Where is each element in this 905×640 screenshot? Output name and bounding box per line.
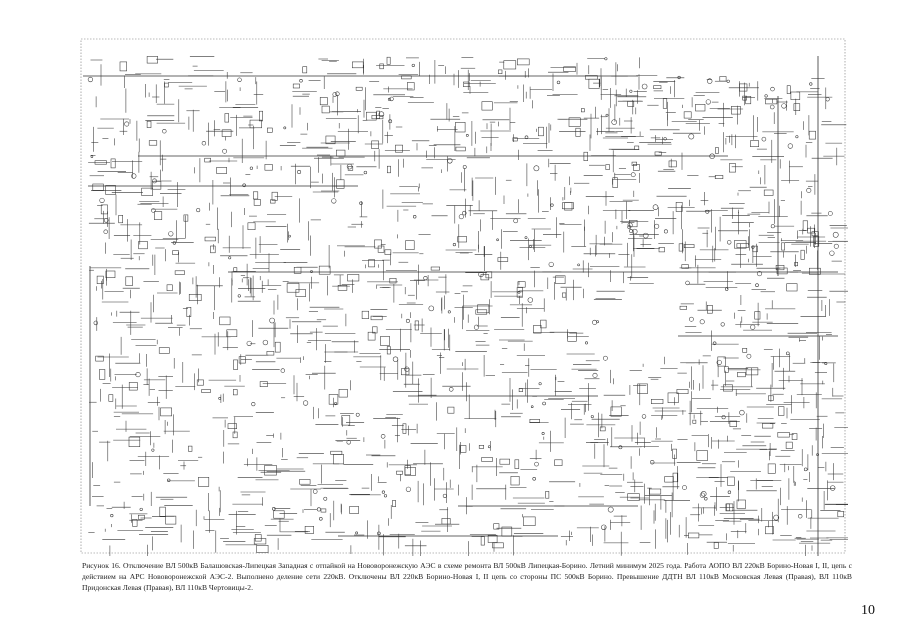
power-grid-schematic (80, 38, 848, 556)
figure-caption: Рисунок 16. Отключение ВЛ 500кВ Балашовс… (82, 561, 852, 592)
page-number: 10 (861, 603, 875, 618)
